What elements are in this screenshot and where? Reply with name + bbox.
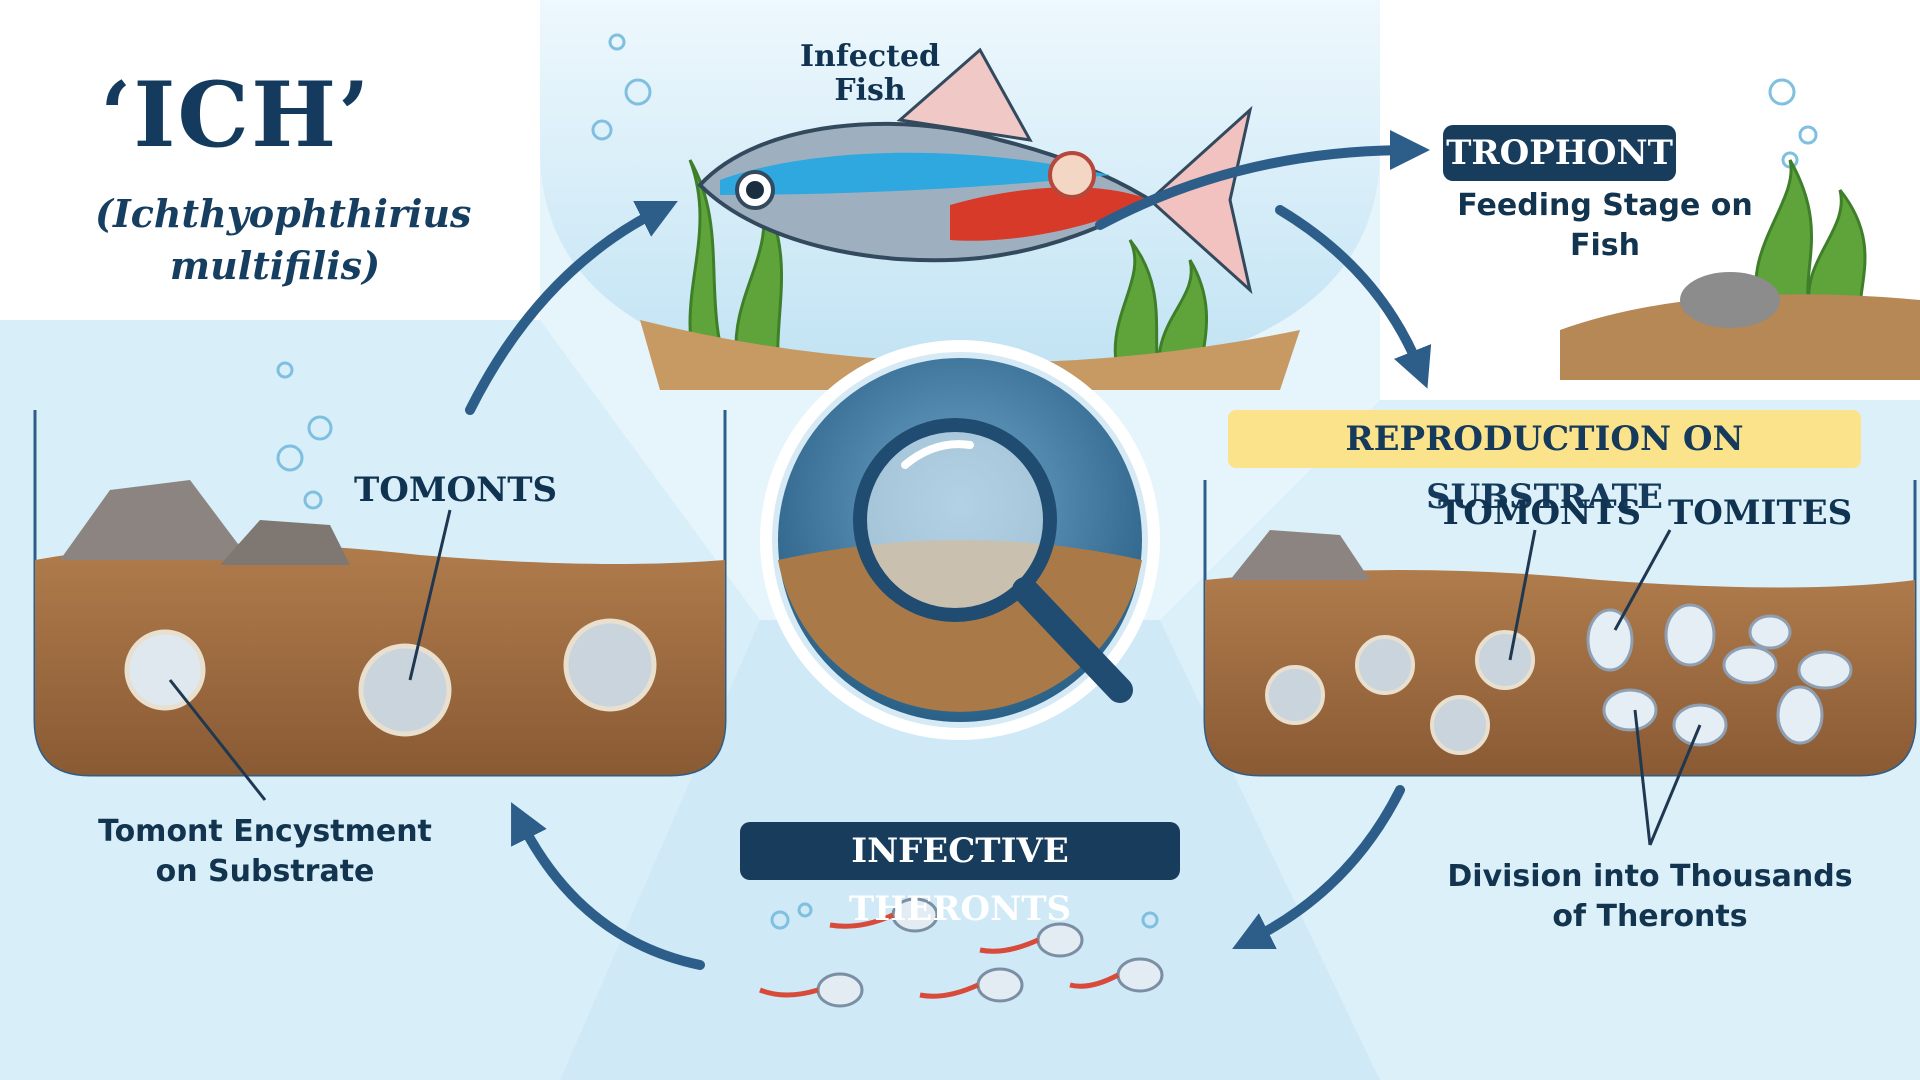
division-caption: Division into Thousands of Theronts: [1440, 857, 1860, 937]
fish-icon: [697, 47, 1253, 295]
bubble-icon: [591, 119, 613, 141]
bubble-icon: [770, 910, 790, 930]
scientific-name-line1: (Ichthyophthirius: [95, 191, 472, 236]
trophont-badge: TROPHONT: [1443, 125, 1676, 181]
scientific-name: (Ichthyophthirius multifilis): [95, 188, 472, 292]
encystment-caption-line1: Tomont Encystment: [98, 814, 432, 849]
trophont-caption: Feeding Stage on Fish: [1457, 188, 1753, 263]
tomites: [1586, 603, 1853, 747]
bubble-icon: [276, 361, 294, 379]
bubble-icon: [1768, 78, 1796, 106]
bubble-icon: [307, 415, 333, 441]
bubbles: [276, 33, 1818, 930]
tomites-label: TOMITES: [1668, 493, 1853, 533]
encystment-caption-line2: on Substrate: [155, 854, 375, 889]
left-cysts: [124, 618, 657, 737]
bubble-icon: [797, 902, 813, 918]
center-gravel: [778, 540, 1142, 712]
bubble-icon: [1798, 125, 1818, 145]
reproduction-heading: REPRODUCTION ON SUBSTRATE: [1228, 410, 1861, 517]
infected-fish-label: Infected Fish: [800, 40, 940, 108]
rock: [60, 480, 250, 560]
division-caption-line1: Division into Thousands: [1447, 859, 1853, 894]
cycle-arrow-icon: [465, 130, 1432, 970]
right-substrate: [1205, 570, 1915, 775]
page-title: ‘ICH’: [100, 62, 372, 168]
theronts-badge: INFECTIVE THERONTS: [740, 822, 1180, 929]
division-caption-line2: of Theronts: [1552, 899, 1748, 934]
bubble-icon: [276, 444, 304, 472]
magnifier-icon: [853, 418, 1133, 703]
callout-lines: [168, 509, 1702, 846]
encystment-caption: Tomont Encystment on Substrate: [80, 812, 450, 892]
rock: [1680, 272, 1780, 328]
left-tomonts-label: TOMONTS: [354, 470, 558, 510]
bubble-icon: [624, 78, 652, 106]
title-panel: [0, 0, 540, 320]
infected-fish-line1: Infected: [800, 39, 941, 74]
infected-fish-line2: Fish: [834, 73, 906, 108]
rock: [220, 520, 350, 565]
bubble-icon: [303, 490, 323, 510]
theronts: [759, 897, 1164, 1008]
bubble-icon: [608, 33, 626, 51]
right-tomonts-label: TOMONTS: [1438, 493, 1642, 533]
bubble-icon: [1141, 911, 1159, 929]
trophont-substrate: [1560, 294, 1920, 380]
scientific-name-line2: multifilis): [169, 243, 381, 288]
right-cysts: [1265, 630, 1535, 755]
tank-gravel: [640, 320, 1300, 390]
rock: [1230, 530, 1370, 580]
